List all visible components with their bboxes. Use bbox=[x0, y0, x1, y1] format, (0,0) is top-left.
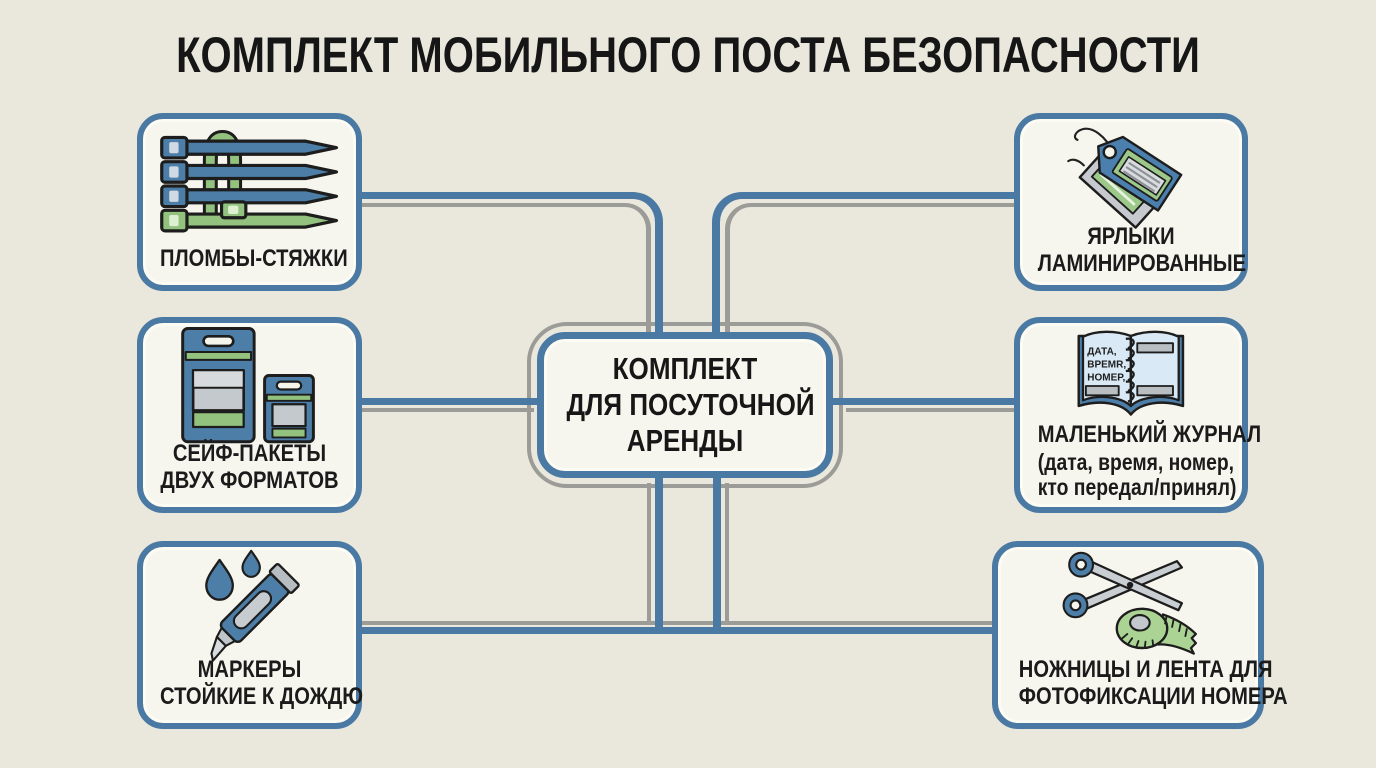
connector-mid-right-gray bbox=[846, 408, 1014, 412]
node-label: ЯРЛЫКИ ЛАМИНИРОВАННЫЕ bbox=[1037, 223, 1247, 277]
page-title: КОМПЛЕКТ МОБИЛЬНОГО ПОСТА БЕЗОПАСНОСТИ bbox=[176, 27, 1200, 83]
connector-top-right-gray bbox=[725, 203, 1014, 332]
node-label: МАЛЕНЬКИЙ ЖУРНАЛ bbox=[1037, 420, 1262, 448]
connector-mid-left bbox=[362, 398, 538, 405]
node-label-group: МАЛЕНЬКИЙ ЖУРНАЛ (дата, время, номер, кт… bbox=[1020, 420, 1262, 500]
center-label: КОМПЛЕКТ ДЛЯ ПОСУТОЧНОЙ АРЕНДЫ bbox=[566, 351, 815, 458]
node-safe-bags: СЕЙФ-ПАКЕТЫ ДВУХ ФОРМАТОВ bbox=[137, 317, 362, 513]
journal-page-text: ВРЕМR, bbox=[1087, 360, 1126, 371]
node-label: ПЛОМБЫ-СТЯЖКИ bbox=[160, 244, 348, 272]
connector-riser-right bbox=[713, 477, 721, 628]
connector-top-left-gray bbox=[362, 203, 651, 332]
connector-riser-left bbox=[655, 477, 663, 628]
node-scissors-tape: НОЖНИЦЫ И ЛЕНТА ДЛЯ ФОТОФИКСАЦИИ НОМЕРА bbox=[992, 541, 1288, 729]
node-label: МАРКЕРЫ СТОЙКИЕ К ДОЖДЮ bbox=[160, 656, 363, 710]
cable-ties-icon bbox=[158, 119, 340, 246]
safe-bags-icon bbox=[167, 323, 333, 444]
center-node: КОМПЛЕКТ ДЛЯ ПОСУТОЧНОЙ АРЕНДЫ bbox=[537, 332, 833, 478]
node-sublabel: (дата, время, номер, кто передал/принял) bbox=[1037, 449, 1237, 500]
connector-mid-right bbox=[833, 398, 1014, 405]
connector-riser-left-gray bbox=[647, 483, 651, 621]
laminated-tags-icon bbox=[1064, 119, 1199, 229]
journal-page-text: НОМЕР, bbox=[1087, 373, 1125, 384]
marker-rain-icon bbox=[183, 547, 317, 662]
journal-icon: ДАТА, ВРЕМR, НОМЕР, bbox=[1063, 323, 1199, 422]
connector-top-right bbox=[712, 192, 1014, 332]
connector-mid-left-gray bbox=[362, 408, 534, 412]
connector-riser-right-gray bbox=[725, 483, 729, 621]
node-label: СЕЙФ-ПАКЕТЫ ДВУХ ФОРМАТОВ bbox=[160, 440, 339, 494]
journal-page-text: ДАТА, bbox=[1087, 347, 1117, 358]
center-box-outline bbox=[527, 322, 843, 488]
connector-bottom bbox=[362, 627, 993, 634]
connector-top-left bbox=[362, 192, 663, 332]
node-labels: ЯРЛЫКИ ЛАМИНИРОВАННЫЕ bbox=[1014, 113, 1248, 291]
node-plomby-styazhki: ПЛОМБЫ-СТЯЖКИ bbox=[137, 113, 362, 291]
node-label: НОЖНИЦЫ И ЛЕНТА ДЛЯ ФОТОФИКСАЦИИ НОМЕРА bbox=[1018, 656, 1288, 710]
node-markers: МАРКЕРЫ СТОЙКИЕ К ДОЖДЮ bbox=[137, 541, 363, 729]
node-journal: ДАТА, ВРЕМR, НОМЕР, МАЛЕНЬКИЙ ЖУРНАЛ (да… bbox=[1014, 317, 1262, 513]
connector-bottom-gray bbox=[362, 621, 993, 625]
scissors-tape-icon bbox=[1058, 547, 1198, 657]
